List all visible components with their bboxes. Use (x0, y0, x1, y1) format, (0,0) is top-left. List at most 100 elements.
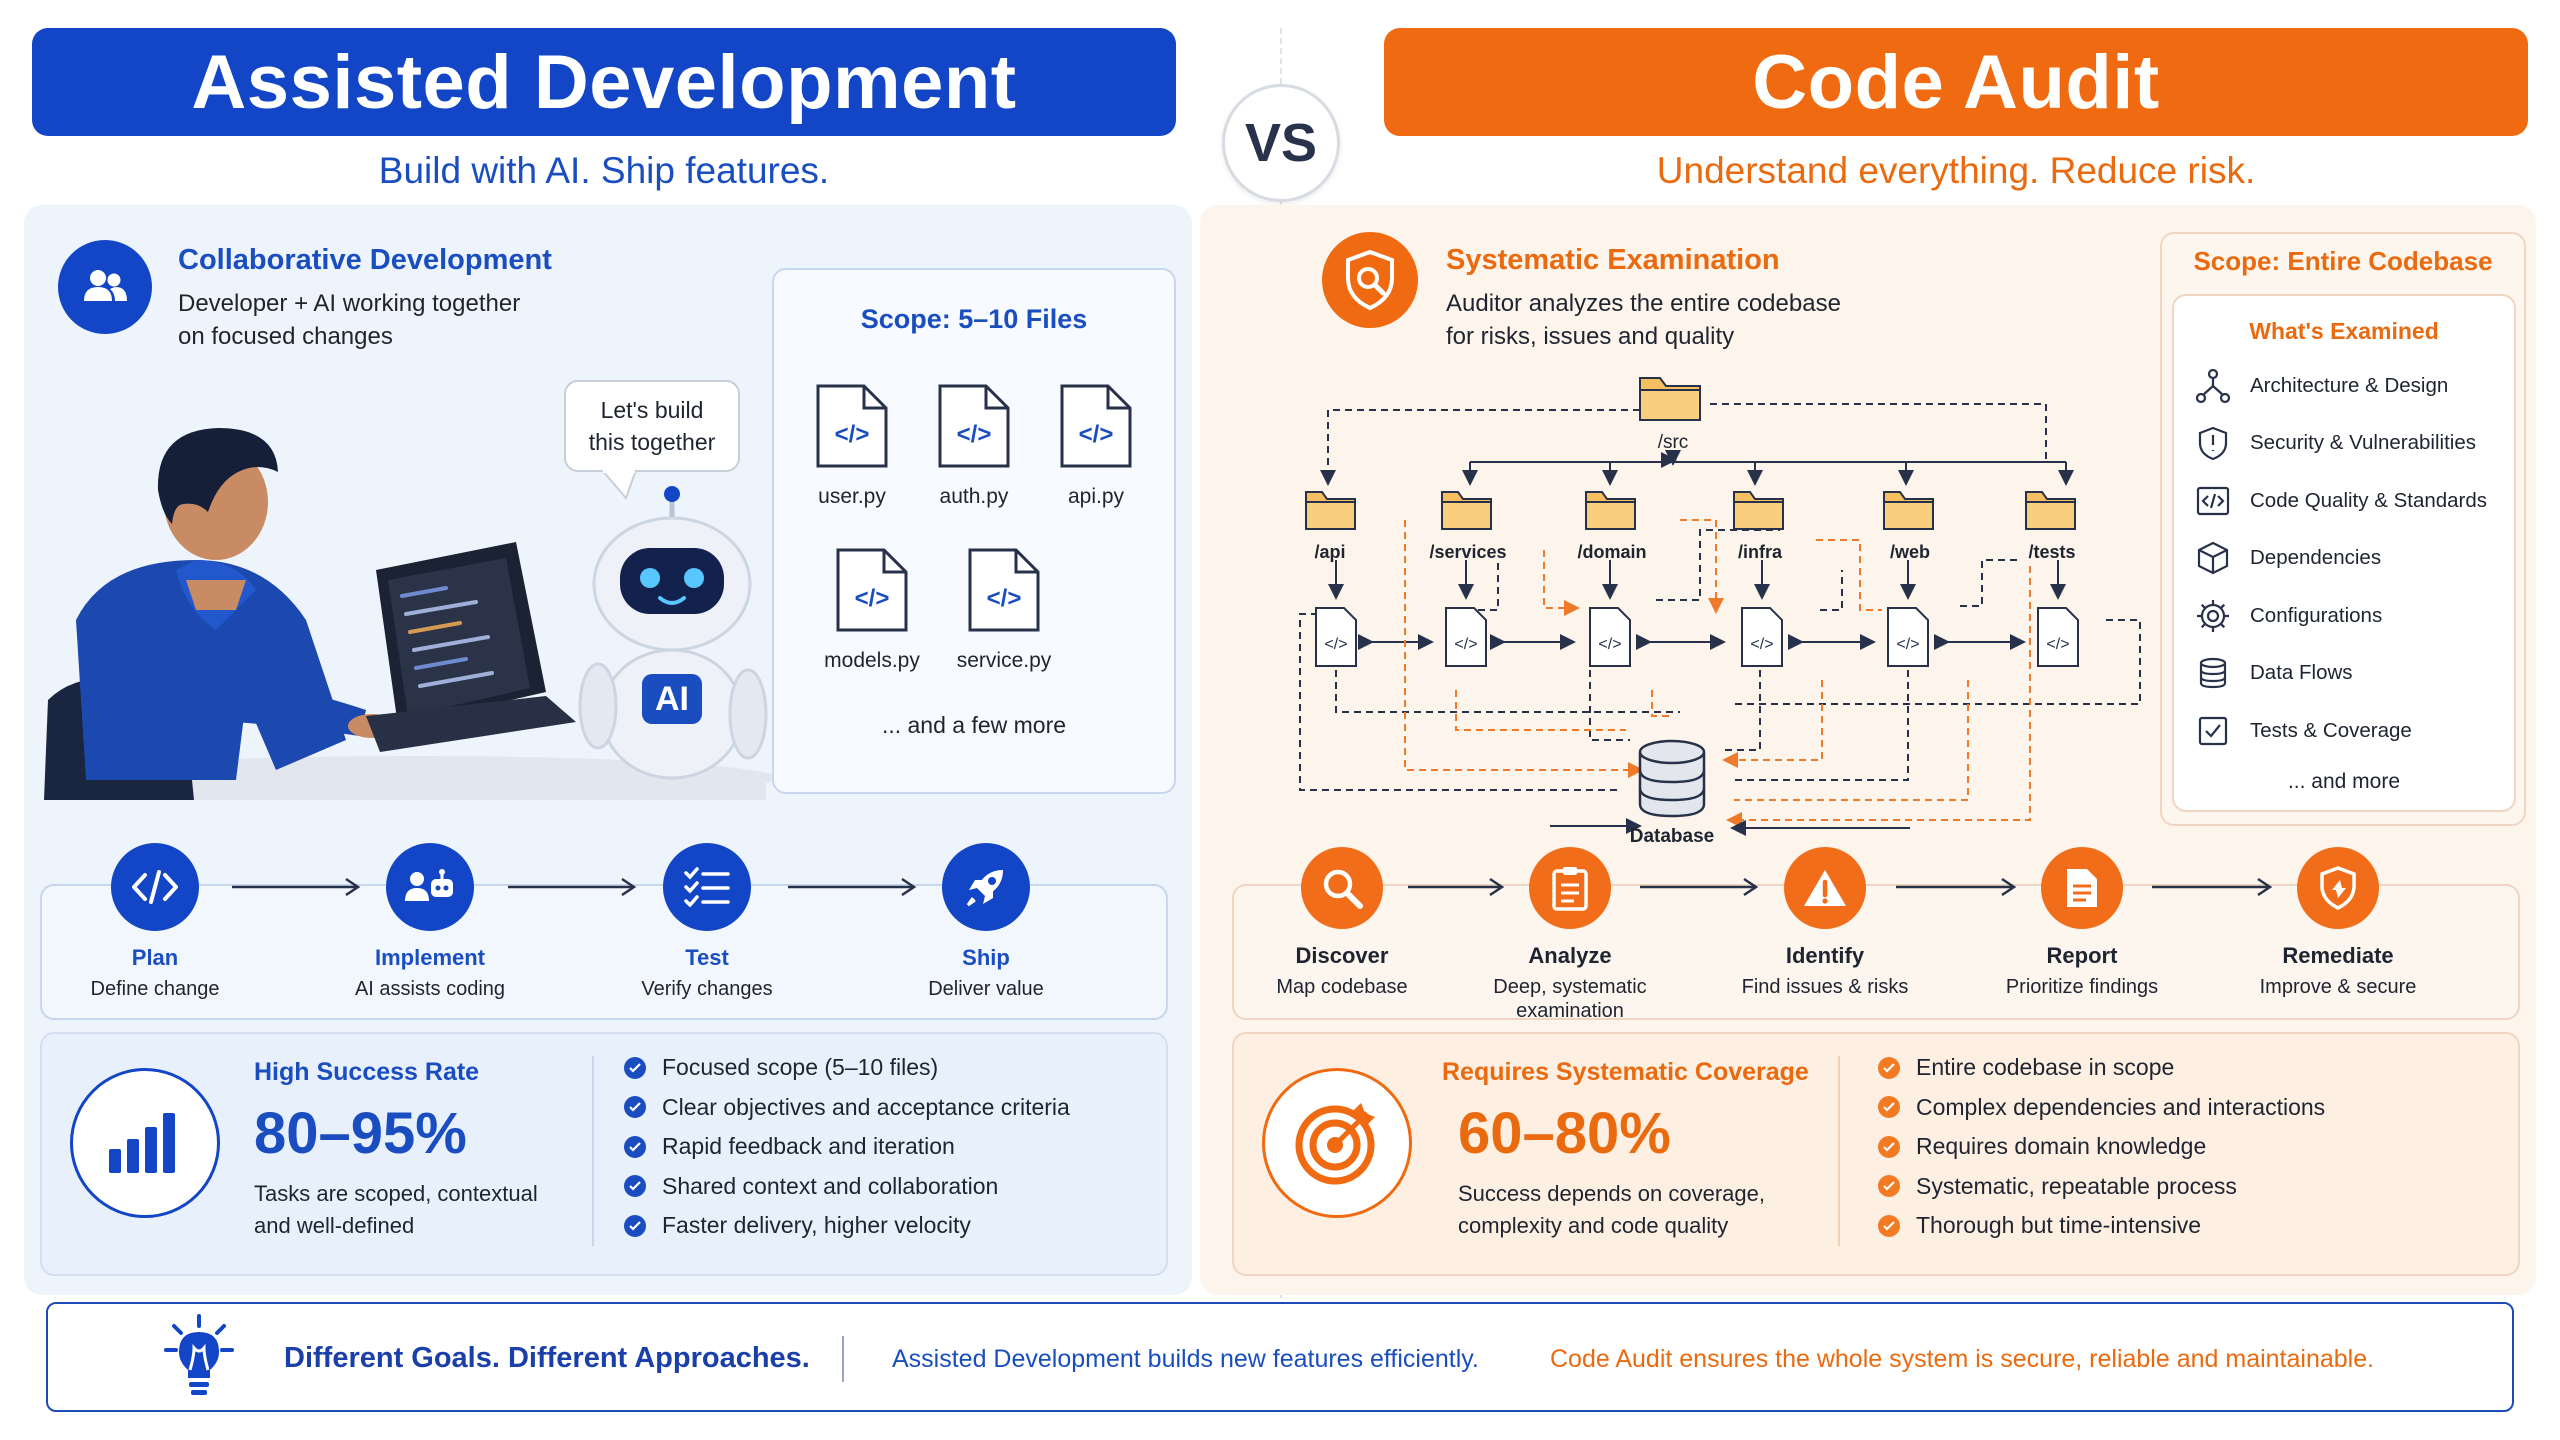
list-item: Architecture & Design (2194, 357, 2487, 415)
svg-text:</>: </> (1598, 636, 1621, 653)
folder-label: /infra (1738, 542, 1783, 562)
svg-text:</>: </> (957, 421, 992, 448)
title-assisted-development: Assisted Development (32, 28, 1176, 136)
step-desc: Find issues & risks (1741, 976, 1909, 998)
step-identify: Identify Find issues & risks (1715, 847, 1935, 999)
svg-text:</>: </> (2046, 636, 2069, 653)
gear-icon (2194, 597, 2232, 635)
footer-left-text: Assisted Development builds new features… (892, 1345, 1479, 1373)
folder-label: /web (1890, 542, 1930, 562)
folder-root-label: /src (1658, 432, 1689, 453)
database-label: Database (1630, 826, 1715, 847)
step-title: Identify (1785, 943, 1865, 968)
examined-card (2172, 294, 2516, 812)
list-item: Data Flows (2194, 645, 2487, 703)
list-item-text: Configurations (2250, 603, 2383, 627)
code-file-icon: </> (2037, 607, 2079, 667)
benefit-list-left: Focused scope (5–10 files) Clear objecti… (624, 1048, 1070, 1246)
footer-right-text: Code Audit ensures the whole system is s… (1550, 1345, 2375, 1373)
list-item-text: Data Flows (2250, 661, 2353, 685)
step-title: Analyze (1528, 943, 1612, 968)
team-icon (58, 240, 152, 334)
svg-text:</>: </> (1896, 636, 1919, 653)
list-item: Code Quality & Standards (2194, 472, 2487, 530)
workflow-arrows-right (1408, 877, 2273, 897)
stat-divider-left (592, 1056, 594, 1246)
list-item: Security & Vulnerabilities (2194, 415, 2487, 473)
shield-icon (2194, 424, 2232, 462)
stat-value-left: 80–95% (254, 1101, 467, 1166)
step-title: Remediate (2282, 943, 2394, 968)
list-item-text: Focused scope (5–10 files) (662, 1054, 939, 1081)
collab-title: Collaborative Development (178, 244, 552, 276)
svg-text:</>: </> (835, 421, 870, 448)
step-title: Report (2046, 943, 2118, 968)
code-file-icon: </> (968, 548, 1040, 632)
step-desc: AI assists coding (354, 978, 506, 1000)
code-file-icon: </> (1887, 607, 1929, 667)
check-icon (1878, 1175, 1900, 1198)
stat-desc-line: and well-defined (254, 1213, 415, 1238)
code-icon (2194, 482, 2232, 520)
collab-desc-1: Developer + AI working together (178, 290, 521, 317)
folder-label: /tests (2028, 542, 2075, 562)
folder-icon (1639, 377, 1701, 421)
file-label: models.py (824, 649, 920, 672)
footer-divider (842, 1336, 844, 1382)
folder-icon (1441, 491, 1492, 530)
examined-subtitle: What's Examined (2249, 318, 2439, 344)
exam-title: Systematic Examination (1446, 244, 1780, 276)
svg-text:</>: </> (987, 585, 1022, 612)
code-file-icon: </> (1589, 607, 1631, 667)
stats-card-left (40, 1032, 1168, 1276)
list-item: Focused scope (5–10 files) (624, 1048, 1070, 1088)
database-icon (1638, 739, 1706, 818)
stat-divider-right (1838, 1056, 1840, 1246)
footer-banner (46, 1302, 2514, 1412)
list-item-text: Requires domain knowledge (1916, 1133, 2207, 1160)
svg-text:</>: </> (1079, 421, 1114, 448)
bar-chart-icon (70, 1068, 220, 1218)
footer-headline: Different Goals. Different Approaches. (284, 1342, 810, 1374)
check-icon (1878, 1096, 1900, 1119)
robot-ai-badge: AI (655, 680, 689, 718)
rocket-icon (942, 843, 1030, 931)
step-desc: Deep, systematic (1493, 976, 1647, 998)
file-item: </> service.py (944, 546, 1064, 673)
step-ship: Ship Deliver value (876, 843, 1096, 1001)
code-file-icon: </> (1741, 607, 1783, 667)
codebase-dependency-graph: /src /api /services /domain /infra /web … (1299, 377, 2141, 847)
code-file-icon: </> (1315, 607, 1357, 667)
workflow-arrows-left (232, 877, 917, 897)
step-discover: Discover Map codebase (1232, 847, 1452, 999)
step-desc: Define change (90, 978, 220, 1000)
step-desc: Prioritize findings (2005, 976, 2159, 998)
step-title: Discover (1295, 943, 1389, 968)
stat-desc-right: Success depends on coverage, complexity … (1458, 1178, 1765, 1242)
step-desc: Map codebase (1276, 976, 1408, 998)
list-item: Shared context and collaboration (624, 1167, 1070, 1207)
list-item-text: Architecture & Design (2250, 373, 2449, 397)
file-item: </> api.py (1036, 382, 1156, 509)
step-title: Test (685, 945, 729, 970)
list-item: Rapid feedback and iteration (624, 1127, 1070, 1167)
speech-line-1: Let's build (600, 397, 704, 423)
step-desc: Deliver value (928, 978, 1044, 1000)
step-remediate: Remediate Improve & secure (2228, 847, 2448, 999)
warning-icon (1784, 847, 1866, 929)
scope-more-left: ... and a few more (881, 712, 1067, 738)
speech-line-2: this together (588, 429, 716, 455)
stat-desc-line: complexity and code quality (1458, 1213, 1729, 1238)
list-item-text: Clear objectives and acceptance criteria (662, 1093, 1070, 1120)
tagline-left: Build with AI. Ship features. (378, 150, 830, 191)
list-item-text: Faster delivery, higher velocity (662, 1212, 971, 1239)
folder-icon (1733, 491, 1784, 530)
step-report: Report Prioritize findings (1972, 847, 2192, 999)
file-label: api.py (1067, 485, 1125, 508)
list-item-text: Dependencies (2250, 546, 2382, 570)
code-file-icon: </> (938, 384, 1010, 468)
list-item-text: Tests & Coverage (2250, 718, 2412, 742)
step-test: Test Verify changes (597, 843, 817, 1001)
scope-title-left: Scope: 5–10 Files (860, 304, 1088, 334)
folder-icon (1883, 491, 1934, 530)
